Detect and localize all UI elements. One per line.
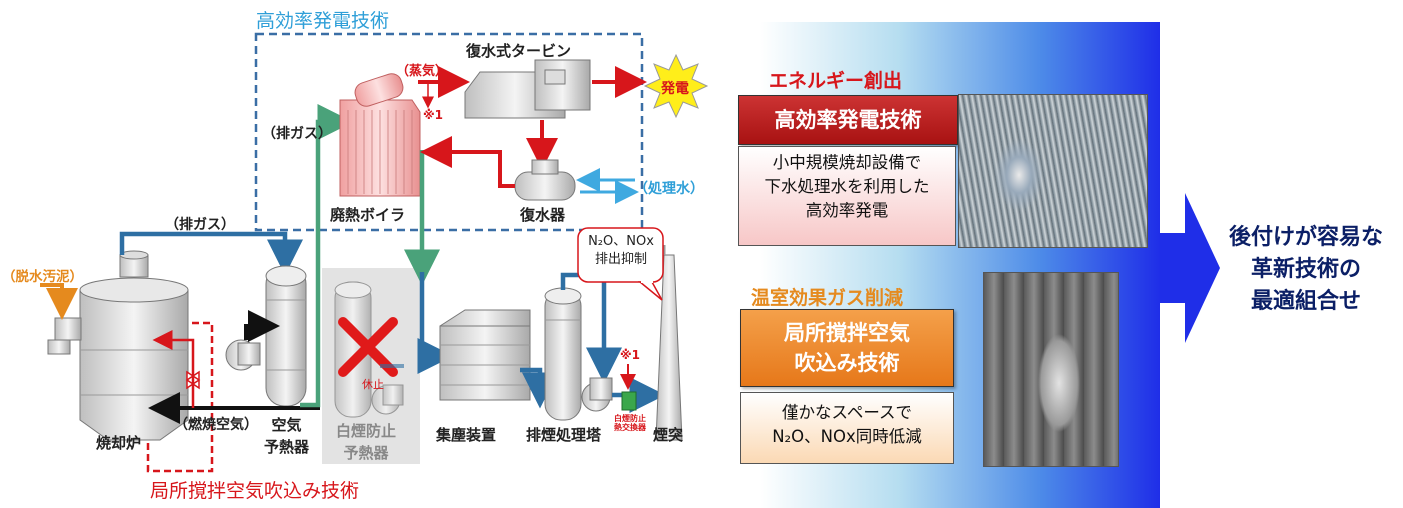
note1-label-2: ※1: [620, 348, 641, 362]
scrubber-tower: [544, 287, 582, 421]
power-label: 発電: [661, 81, 689, 97]
local-air-label: 局所撹拌空気吹込み技術: [150, 480, 360, 502]
exhaust-to-boiler: [300, 104, 354, 408]
big-right-arrow-icon: [1160, 193, 1220, 343]
ghg-heading: 温室効果ガス削減: [751, 287, 904, 309]
energy-box-title: 高効率発電技術: [738, 95, 958, 145]
ghg-box-body: 僅かなスペースで N₂O、NOx同時低減: [740, 392, 954, 464]
treated-water-label: （処理水）: [634, 181, 704, 197]
air-intake-arrow: [244, 310, 280, 342]
combustion-air-label: （燃焼空気）: [174, 417, 258, 433]
air-preheater: [225, 265, 307, 407]
dust-collector: [439, 309, 531, 401]
chimney-label: 煙突: [653, 426, 684, 444]
waste-heat-boiler: [339, 73, 421, 197]
stopped-label: 休止: [362, 378, 384, 391]
air-preheater-label: 空気 予熱器: [264, 416, 310, 456]
dust-collector-label: 集塵装置: [436, 426, 497, 444]
plume-hex-label: 白煙防止 熱交換器: [614, 414, 646, 432]
exhaust-gas-label-top: （排ガス）: [262, 126, 332, 142]
sludge-arrow: [40, 283, 78, 320]
steam-label: （蒸気）: [396, 64, 449, 79]
energy-heading: エネルギー創出: [769, 70, 903, 92]
condenser-label: 復水器: [520, 206, 566, 224]
turbine-photo: [958, 94, 1148, 248]
local-air-injection: [152, 330, 201, 408]
boiler-label: 廃熱ボイラ: [330, 206, 406, 224]
ghg-box-title: 局所撹拌空気 吹込み技術: [740, 309, 954, 387]
energy-box-body: 小中規模焼却設備で 下水処理水を利用した 高効率発電: [738, 146, 956, 246]
exhaust-line-1: [119, 231, 303, 276]
note1-label: ※1: [423, 108, 444, 122]
stopped-cross-icon: [338, 317, 398, 377]
n2o-callout: [577, 227, 664, 301]
plume-preheater: [334, 281, 404, 418]
conclusion-text: 後付けが容易な 革新技術の 最適組合せ: [1228, 225, 1383, 314]
incinerator-label: 焼却炉: [96, 434, 142, 452]
local-air-boundary: [146, 321, 214, 473]
gas-to-scrubber: [520, 367, 558, 409]
condensing-turbine: [464, 59, 591, 119]
n2o-label-line2: 排出抑制: [594, 252, 647, 267]
exhaust-gas-label-left: （排ガス）: [165, 217, 235, 233]
n2o-label-line1: N₂O、NOx: [588, 234, 654, 249]
sludge-label: （脱水汚泥）: [2, 269, 83, 285]
plume-preheater-label: 白煙防止 予熱器: [336, 422, 397, 462]
scrubber-label: 排煙処理塔: [526, 426, 602, 444]
high-efficiency-boundary: [254, 32, 644, 232]
turbine-label: 復水式タービン: [466, 42, 572, 60]
ghg-box-body-line1: 僅かなスペースで: [781, 403, 913, 422]
n2o-label: N₂O、NOx 排出抑制: [582, 233, 660, 269]
exhaust-fan: [581, 377, 613, 412]
power-star-icon: [643, 53, 709, 119]
plant-photo: [983, 272, 1119, 467]
high-efficiency-title: 高効率発電技術: [256, 10, 390, 32]
ghg-box-body-line2: N₂O、NOx同時低減: [772, 427, 922, 446]
condensate-return: [420, 136, 515, 188]
chimney: [655, 245, 683, 441]
plume-heat-exchanger: [621, 391, 637, 411]
condenser: [514, 159, 576, 201]
gas-to-dust-collector: [417, 272, 454, 374]
